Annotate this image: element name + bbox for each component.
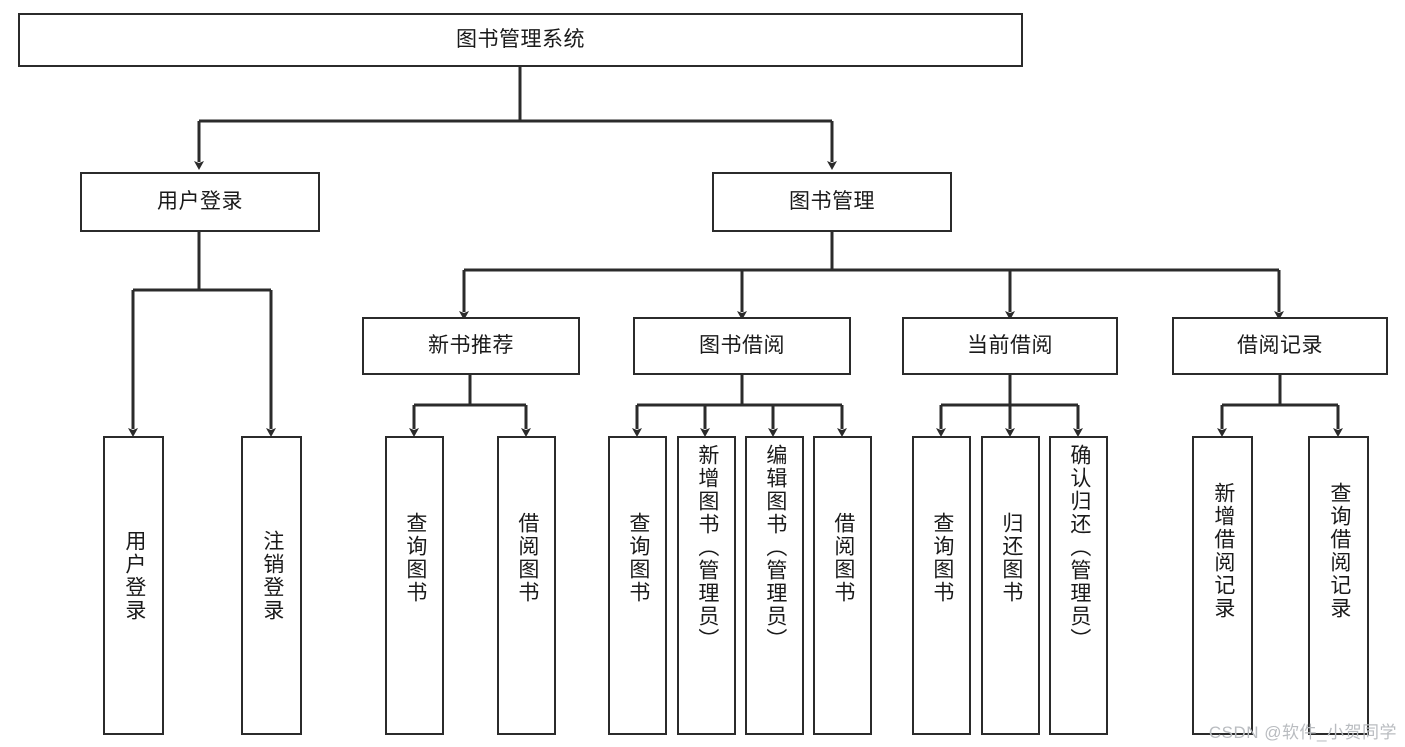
node-label: 查询图书 [403,512,427,604]
node-leaf-return-book[interactable]: 归还图书 [981,436,1040,735]
node-book-management[interactable]: 图书管理 [712,172,952,232]
node-leaf-user-login[interactable]: 用户登录 [103,436,164,735]
node-label: 图书管理系统 [456,27,585,51]
node-label: 查询图书 [930,512,954,604]
node-leaf-add-borrow-record[interactable]: 新增借阅记录 [1192,436,1253,735]
node-label: 新增图书（管理员） [695,444,719,651]
node-label: 图书借阅 [699,333,785,357]
node-label: 新增借阅记录 [1211,482,1235,620]
node-label: 用户登录 [157,189,243,213]
node-new-book-recommend[interactable]: 新书推荐 [362,317,580,375]
node-current-borrow[interactable]: 当前借阅 [902,317,1118,375]
node-borrow-record[interactable]: 借阅记录 [1172,317,1388,375]
node-leaf-query-book-1[interactable]: 查询图书 [385,436,444,735]
node-label: 查询借阅记录 [1327,482,1351,620]
node-label: 图书管理 [789,189,875,213]
node-leaf-add-book[interactable]: 新增图书（管理员） [677,436,736,735]
node-label: 编辑图书（管理员） [763,444,787,651]
node-label: 用户登录 [122,530,146,622]
node-label: 借阅图书 [515,512,539,604]
node-label: 确认归还（管理员） [1067,444,1091,651]
node-leaf-query-borrow-record[interactable]: 查询借阅记录 [1308,436,1369,735]
node-leaf-borrow-book-2[interactable]: 借阅图书 [813,436,872,735]
node-label: 当前借阅 [967,333,1053,357]
node-leaf-borrow-book-1[interactable]: 借阅图书 [497,436,556,735]
node-book-borrow[interactable]: 图书借阅 [633,317,851,375]
node-label: 查询图书 [626,512,650,604]
node-leaf-query-book-3[interactable]: 查询图书 [912,436,971,735]
node-label: 注销登录 [260,530,284,622]
node-user-login[interactable]: 用户登录 [80,172,320,232]
node-label: 新书推荐 [428,333,514,357]
node-label: 归还图书 [999,512,1023,604]
node-leaf-confirm-return[interactable]: 确认归还（管理员） [1049,436,1108,735]
node-label: 借阅记录 [1237,333,1323,357]
node-leaf-logout[interactable]: 注销登录 [241,436,302,735]
node-leaf-edit-book[interactable]: 编辑图书（管理员） [745,436,804,735]
csdn-watermark: CSDN @软件_小贺同学 [1208,723,1397,742]
node-book-management-system[interactable]: 图书管理系统 [18,13,1023,67]
node-label: 借阅图书 [831,512,855,604]
node-leaf-query-book-2[interactable]: 查询图书 [608,436,667,735]
